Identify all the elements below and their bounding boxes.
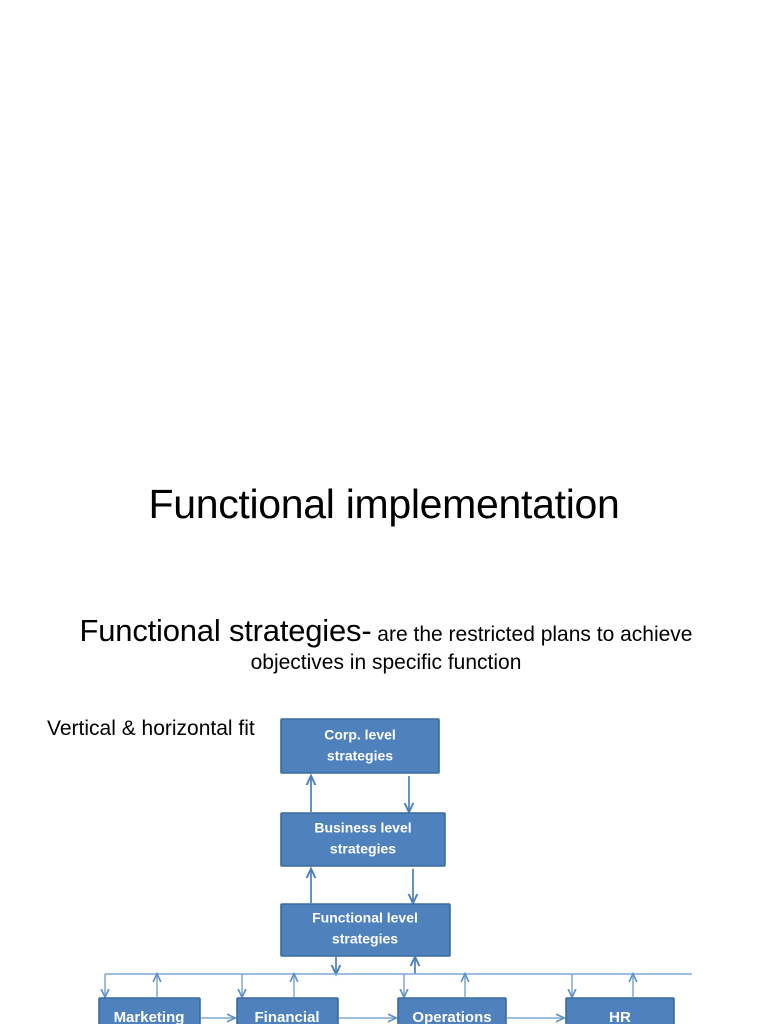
node-financial[interactable]: Financial <box>236 997 339 1024</box>
node-functional-label-line1: Functional level <box>312 910 418 926</box>
node-operations[interactable]: Operations <box>397 997 507 1024</box>
lead-paragraph: Functional strategies- are the restricte… <box>44 612 728 675</box>
lead-definition: are the restricted plans to achieve obje… <box>250 623 693 674</box>
node-corp-label-line2: strategies <box>327 748 393 764</box>
page-title: Functional implementation <box>148 481 620 527</box>
node-business-level-strategies[interactable]: Business level strategies <box>280 812 446 867</box>
node-hr-label: HR <box>609 1009 631 1024</box>
node-operations-label: Operations <box>412 1009 491 1024</box>
node-functional-level-strategies[interactable]: Functional level strategies <box>280 903 451 957</box>
node-business-label-line2: strategies <box>330 841 396 857</box>
node-corp-level-strategies[interactable]: Corp. level strategies <box>280 718 440 774</box>
node-marketing[interactable]: Marketing <box>98 997 201 1024</box>
node-functional-label-line2: strategies <box>332 931 398 947</box>
node-hr[interactable]: HR <box>565 997 675 1024</box>
node-business-label-line1: Business level <box>314 820 411 836</box>
node-corp-label-line1: Corp. level <box>324 727 396 743</box>
node-financial-label: Financial <box>254 1009 319 1024</box>
lead-term: Functional strategies- <box>79 613 372 648</box>
side-note-vertical-horizontal-fit: Vertical & horizontal fit <box>47 717 255 740</box>
strategy-hierarchy-diagram: Corp. level strategies Business level st… <box>0 700 768 1024</box>
node-marketing-label: Marketing <box>114 1009 185 1024</box>
